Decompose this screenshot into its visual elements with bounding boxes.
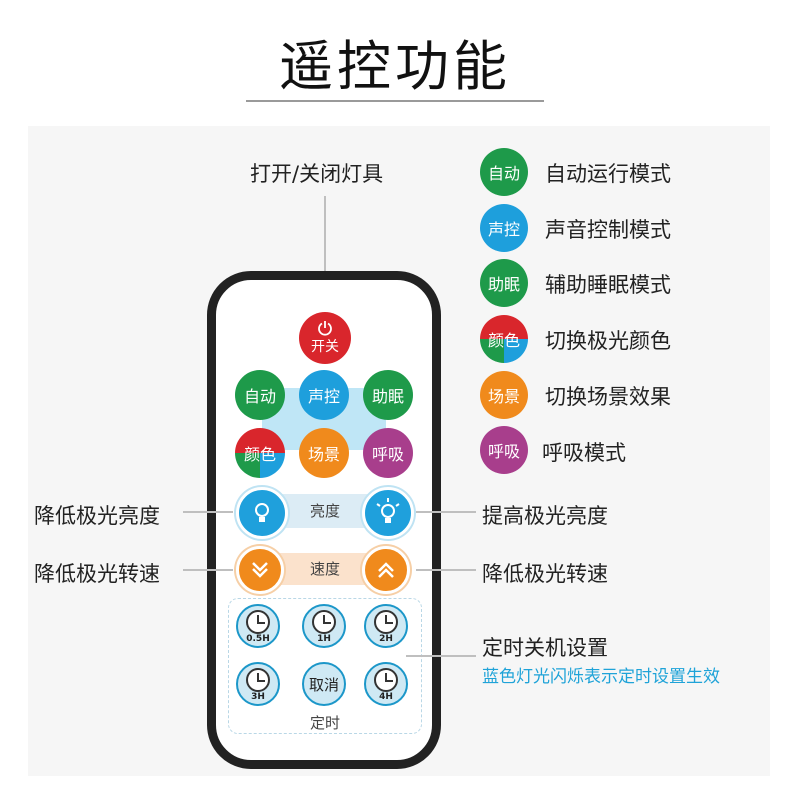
brightness-up-label: 提高极光亮度: [482, 500, 608, 530]
power-label: 打开/关闭灯具: [250, 158, 383, 188]
timer-note: 蓝色灯光闪烁表示定时设置生效: [482, 662, 720, 687]
sleep-button[interactable]: 助眠: [363, 370, 413, 420]
color-button[interactable]: 颜色: [235, 428, 285, 478]
bulb-dim-icon: [239, 490, 285, 536]
double-chevron-up-icon: [376, 560, 396, 580]
brightness-up-pointer: [416, 511, 476, 513]
timer-cancel-button[interactable]: 取消: [302, 662, 346, 706]
legend-text-auto: 自动运行模式: [545, 158, 671, 188]
speed-up-button[interactable]: [362, 546, 410, 594]
brightness-up-button[interactable]: [362, 487, 414, 539]
speed-down-label: 降低极光转速: [34, 558, 160, 588]
sound-button[interactable]: 声控: [299, 370, 349, 420]
clock-icon: [374, 668, 398, 692]
clock-icon: [374, 610, 398, 634]
clock-icon: [246, 668, 270, 692]
timer-4h-button[interactable]: 4H: [364, 662, 408, 706]
legend-text-breath: 呼吸模式: [542, 437, 626, 467]
power-button[interactable]: 开关: [299, 312, 351, 364]
brightness-down-pointer: [183, 511, 233, 513]
clock-icon: [312, 610, 336, 634]
auto-button[interactable]: 自动: [235, 370, 285, 420]
brightness-label: 亮度: [290, 500, 360, 521]
legend-badge-sleep: 助眠: [480, 259, 528, 307]
brightness-down-button[interactable]: [236, 487, 288, 539]
title-divider: [246, 100, 544, 102]
legend-text-sleep: 辅助睡眠模式: [545, 269, 671, 299]
legend-badge-scene: 场景: [480, 371, 528, 419]
speed-down-button[interactable]: [236, 546, 284, 594]
brightness-down-label: 降低极光亮度: [34, 500, 160, 530]
legend-badge-color: 颜色: [480, 315, 528, 363]
breath-button[interactable]: 呼吸: [363, 428, 413, 478]
speed-down-pointer: [183, 569, 233, 571]
legend-badge-breath: 呼吸: [480, 426, 528, 474]
page-title: 遥控功能: [0, 22, 790, 101]
power-button-label: 开关: [311, 336, 339, 356]
legend-text-color: 切换极光颜色: [545, 325, 671, 355]
timer-setting-label: 定时关机设置: [482, 632, 608, 662]
clock-icon: [246, 610, 270, 634]
legend-badge-auto: 自动: [480, 148, 528, 196]
power-icon: [317, 320, 333, 336]
timer-1h-label: 1H: [304, 634, 344, 644]
speed-up-pointer: [416, 569, 476, 571]
timer-0-5h-button[interactable]: 0.5H: [236, 604, 280, 648]
timer-label: 定时: [290, 712, 360, 733]
double-chevron-down-icon: [250, 560, 270, 580]
speed-up-label: 降低极光转速: [482, 558, 608, 588]
timer-pointer: [406, 655, 476, 657]
timer-0-5h-label: 0.5H: [238, 634, 278, 644]
scene-button[interactable]: 场景: [299, 428, 349, 478]
timer-2h-label: 2H: [366, 634, 406, 644]
legend-badge-sound: 声控: [480, 204, 528, 252]
speed-label: 速度: [290, 558, 360, 579]
legend-text-sound: 声音控制模式: [545, 214, 671, 244]
timer-4h-label: 4H: [366, 692, 406, 702]
timer-1h-button[interactable]: 1H: [302, 604, 346, 648]
timer-3h-button[interactable]: 3H: [236, 662, 280, 706]
timer-2h-button[interactable]: 2H: [364, 604, 408, 648]
legend-text-scene: 切换场景效果: [545, 381, 671, 411]
bulb-bright-icon: [365, 490, 411, 536]
timer-3h-label: 3H: [238, 692, 278, 702]
